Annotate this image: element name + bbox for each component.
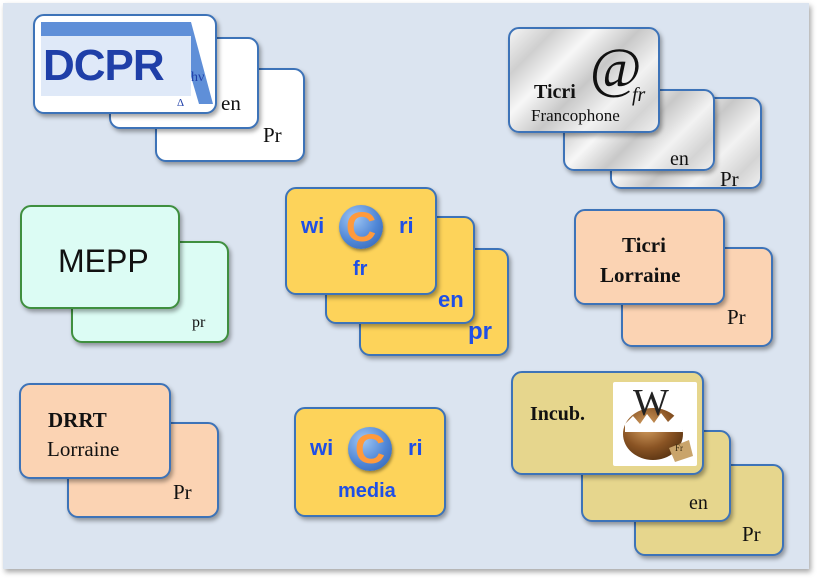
dcpr-logo-card[interactable]: DCPR hν Δ	[33, 14, 217, 114]
dcpr-logo-text: DCPR	[43, 41, 165, 90]
wiki-egg-letter: W	[633, 382, 669, 424]
dcpr-logo-icon	[41, 22, 213, 104]
incub-en-label: en	[689, 492, 708, 514]
dcpr-logo-bar	[41, 22, 191, 36]
drrt-card[interactable]: DRRT Lorraine	[19, 383, 171, 479]
dcpr-en-label: en	[221, 91, 241, 115]
wicri-fr-label: fr	[353, 258, 368, 280]
wicri-media-logo-letter: C	[354, 425, 386, 472]
ticri-lorraine-line2: Lorraine	[600, 263, 681, 287]
incub-pr-label: Pr	[742, 522, 761, 546]
dcpr-pr-label: Pr	[263, 123, 282, 147]
ticri-lorraine-line1: Ticri	[622, 233, 666, 257]
diagram-board: Pr en DCPR hν Δ Pr en Ticri Francophone …	[3, 3, 809, 569]
ticri-fr-card[interactable]: Ticri Francophone @ fr	[508, 27, 660, 133]
wicri-fr-ri: ri	[399, 213, 414, 238]
wicri-media-card[interactable]: wi C ri media	[294, 407, 446, 517]
wiki-egg-icon: W Fr	[613, 382, 697, 466]
ticri-lorraine-pr-label: Pr	[727, 305, 746, 329]
ticri-fr-subtitle: Francophone	[531, 106, 620, 125]
wicri-fr-card[interactable]: wi C ri fr	[285, 187, 437, 295]
wicri-media-label: media	[338, 480, 396, 502]
dcpr-logo-sup: hν	[191, 70, 205, 85]
ticri-fr-en-label: en	[670, 148, 689, 170]
mepp-pr-label: pr	[192, 314, 206, 331]
wicri-pr-label: pr	[468, 318, 492, 345]
wicri-en-label: en	[438, 287, 464, 312]
dcpr-logo-delta: Δ	[177, 97, 185, 109]
mepp-title: MEPP	[58, 243, 149, 279]
wicri-media-logo-icon: C	[348, 427, 392, 471]
drrt-line1: DRRT	[48, 408, 107, 432]
ticri-fr-title: Ticri	[534, 81, 576, 103]
egg-shape	[623, 408, 693, 462]
dcpr-logo-panel	[41, 36, 191, 96]
at-icon: @	[590, 38, 642, 100]
incub-card[interactable]: Incub. W Fr	[511, 371, 704, 475]
mepp-card[interactable]: MEPP	[20, 205, 180, 309]
at-icon-sub: fr	[632, 84, 646, 106]
drrt-line2: Lorraine	[47, 437, 120, 461]
ticri-fr-pr-label: Pr	[720, 167, 739, 191]
wicri-media-wi: wi	[310, 435, 334, 460]
drrt-pr-label: Pr	[173, 480, 192, 504]
wicri-logo-icon: C	[339, 205, 383, 249]
incub-title: Incub.	[530, 403, 586, 425]
ticri-lorraine-card[interactable]: Ticri Lorraine	[574, 209, 725, 305]
wiki-egg-sub: Fr	[675, 443, 684, 453]
wicri-fr-wi: wi	[301, 213, 325, 238]
wicri-media-ri: ri	[408, 435, 423, 460]
wicri-logo-letter: C	[345, 203, 377, 250]
